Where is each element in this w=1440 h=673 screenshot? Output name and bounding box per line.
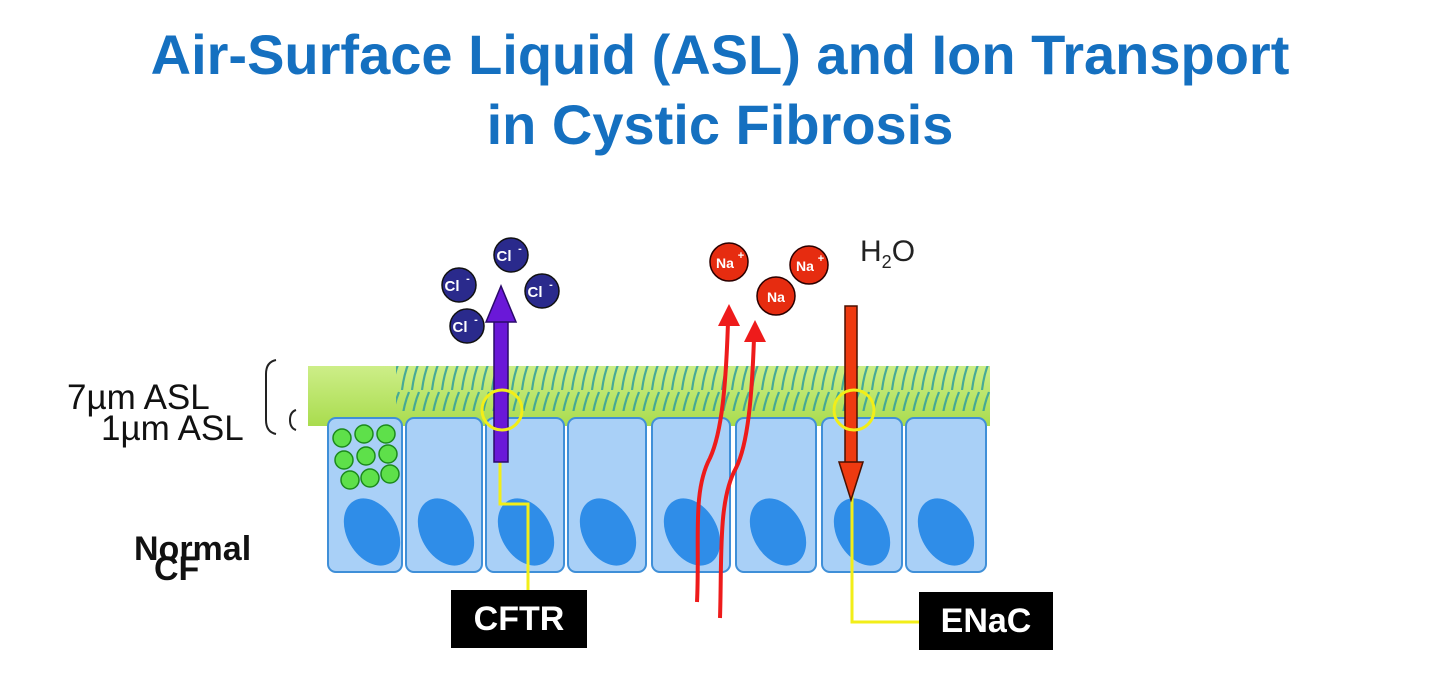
asl-normal-label: 7µm ASL [67, 378, 210, 417]
enac-arrow-shaft [844, 305, 858, 467]
nucleus [917, 498, 975, 566]
svg-text:Na: Na [796, 258, 814, 274]
nucleus [663, 498, 721, 566]
water-label: H2O [860, 235, 915, 272]
title-line-1: Air-Surface Liquid (ASL) and Ion Transpo… [150, 23, 1290, 86]
enac-channel-marker [832, 388, 876, 432]
svg-text:+: + [818, 253, 824, 265]
svg-text:Na: Na [716, 255, 734, 271]
sodium-arrow-2-head [744, 320, 766, 342]
cftr-channel-marker [480, 388, 524, 432]
svg-text:Cl: Cl [445, 278, 460, 295]
sodium-arrow-2 [718, 337, 756, 619]
nuclei [343, 498, 975, 566]
svg-text:Na: Na [767, 289, 785, 305]
nucleus [749, 498, 807, 566]
nucleus [833, 498, 891, 566]
cftr-label: CFTR [451, 590, 587, 648]
nucleus [343, 498, 401, 566]
svg-text:Cl: Cl [528, 284, 543, 301]
sodium-ion: Na [756, 276, 796, 316]
nucleus [497, 498, 555, 566]
nucleus [579, 498, 637, 566]
cftr-arrow-head [484, 284, 518, 323]
asl-cf-label: 1µm ASL [101, 409, 244, 448]
asl-bracket-small [288, 409, 297, 431]
enac-arrow-head [837, 461, 865, 503]
mucus-granules [332, 424, 400, 490]
svg-text:-: - [549, 279, 553, 291]
chloride-ion: Cl - [524, 273, 560, 309]
cilia-band [396, 366, 990, 411]
sodium-arrow-1 [695, 321, 730, 603]
enac-label: ENaC [919, 592, 1053, 650]
svg-text:-: - [474, 314, 478, 326]
title-line-2: in Cystic Fibrosis [486, 93, 954, 156]
condition-cf-label: CF [154, 550, 200, 588]
sodium-ion: Na + [789, 245, 829, 285]
sodium-arrow-1-head [718, 304, 740, 326]
svg-text:-: - [466, 273, 470, 285]
chloride-ion: Cl - [449, 308, 485, 344]
svg-text:Cl: Cl [453, 319, 468, 336]
nucleus [417, 498, 475, 566]
asl-bracket [265, 359, 277, 435]
svg-text:-: - [518, 243, 522, 255]
condition-normal-label: Normal [134, 530, 252, 568]
sodium-ion: Na + [709, 242, 749, 282]
svg-text:Cl: Cl [497, 248, 512, 265]
cftr-leader-line [498, 430, 530, 590]
svg-text:+: + [738, 250, 744, 262]
chloride-ion: Cl - [493, 237, 529, 273]
chloride-ion: Cl - [441, 267, 477, 303]
